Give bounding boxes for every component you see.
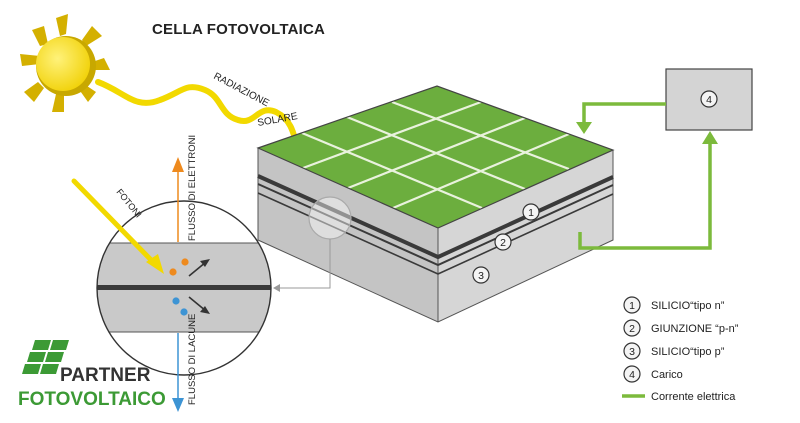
- legend-item-2: 2 GIUNZIONE “p-n”: [623, 319, 739, 337]
- electron-motion-arrow: [200, 259, 210, 267]
- junction-layer-lower: [257, 183, 614, 267]
- legend-item-4: 4 Carico: [623, 365, 683, 383]
- svg-text:1: 1: [528, 207, 534, 219]
- panel-top-surface: [258, 86, 613, 228]
- magnified-spot: [308, 196, 352, 240]
- svg-text:SILICIO“tipo n”: SILICIO“tipo n”: [651, 300, 725, 312]
- logo-line-2: FOTOVOLTAICO: [18, 389, 166, 410]
- sun-icon: [20, 14, 110, 112]
- logo-panel-icon: [22, 340, 69, 374]
- marker-3: 3: [472, 266, 490, 284]
- legend-item-3: 3 SILICIO“tipo p”: [623, 342, 725, 360]
- svg-text:2: 2: [500, 237, 506, 249]
- svg-text:4: 4: [629, 369, 635, 381]
- photons-label: FOTONI: [114, 187, 143, 220]
- svg-text:4: 4: [706, 94, 712, 106]
- legend: 1 SILICIO“tipo n” 2 GIUNZIONE “p-n” 3 SI…: [622, 296, 739, 403]
- electron-flow-label: FLUSSO DI ELETTRONI: [187, 135, 198, 241]
- svg-text:1: 1: [629, 300, 635, 312]
- hole-particle: [180, 308, 188, 316]
- legend-item-1: 1 SILICIO“tipo n”: [623, 296, 725, 314]
- hole-flow-label: FLUSSO DI LACUNE: [187, 314, 198, 405]
- svg-text:2: 2: [629, 323, 635, 335]
- legend-item-current: Corrente elettrica: [622, 391, 736, 403]
- svg-text:SILICIO“tipo p”: SILICIO“tipo p”: [651, 346, 725, 358]
- logo-line-1: PARTNER: [60, 365, 151, 386]
- solar-panel: [256, 85, 615, 323]
- svg-text:3: 3: [478, 270, 484, 282]
- electron-particle: [169, 268, 177, 276]
- current-arrow-down: [576, 122, 592, 134]
- hole-particle: [172, 297, 180, 305]
- page-title: CELLA FOTOVOLTAICA: [152, 21, 325, 38]
- svg-text:GIUNZIONE “p-n”: GIUNZIONE “p-n”: [651, 323, 739, 335]
- svg-text:3: 3: [629, 346, 635, 358]
- marker-1: 1: [522, 203, 540, 221]
- zoom-connector: [280, 239, 331, 289]
- junction-layer-upper: [257, 174, 614, 260]
- panel-cell-grid: [301, 100, 570, 210]
- svg-text:Carico: Carico: [651, 369, 683, 381]
- electric-current-circuit: [578, 102, 712, 250]
- current-arrow-up: [702, 131, 718, 144]
- photons-ray: [71, 178, 158, 267]
- svg-text:Corrente elettrica: Corrente elettrica: [651, 391, 736, 403]
- marker-2: 2: [494, 233, 512, 251]
- electron-particle: [181, 258, 189, 266]
- magnified-view: [96, 200, 272, 376]
- hole-motion-arrow: [200, 306, 210, 314]
- partner-fotovoltaico-logo: PARTNER FOTOVOLTAICO: [18, 340, 166, 410]
- marker-4: 4: [700, 90, 718, 108]
